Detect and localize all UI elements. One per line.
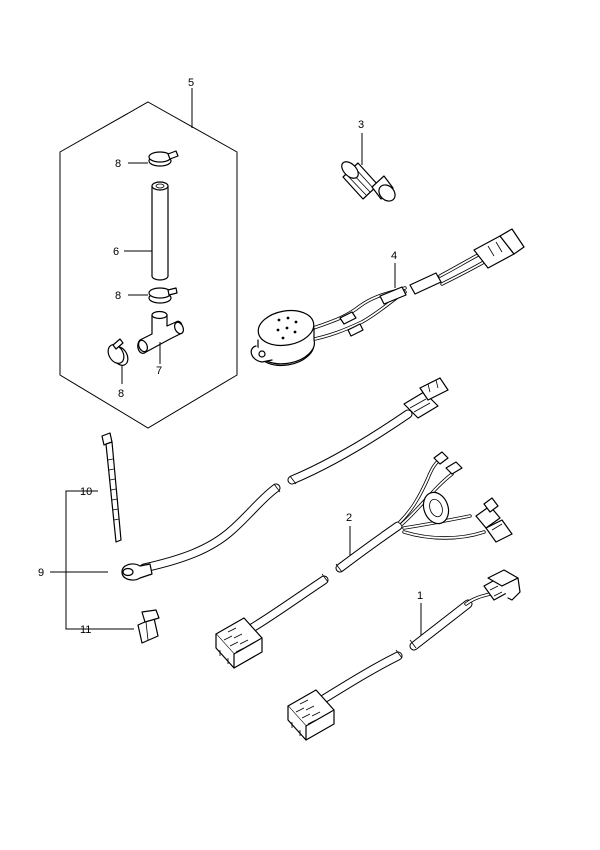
- ground-lead-9: [121, 377, 449, 581]
- part-2-main-harness: 2: [215, 451, 513, 669]
- callout-11: 11: [80, 624, 91, 636]
- hose-clamp-top: [148, 150, 179, 167]
- hose-clamp-bottom: [107, 338, 129, 366]
- fuel-hose-6: [151, 181, 169, 281]
- hose-clamp-middle: [148, 287, 178, 304]
- part-4-buzzer-harness: 4: [250, 228, 525, 367]
- harness-2-connector: [215, 617, 263, 669]
- callout-4: 4: [391, 250, 397, 262]
- fuse-11: [137, 609, 160, 644]
- part-9-ground-lead-group: 9 10 11: [38, 377, 449, 644]
- callout-6: 6: [113, 246, 119, 258]
- kit-5-outline: [59, 101, 238, 429]
- harness-1-connector: [287, 689, 335, 741]
- callout-3: 3: [358, 119, 364, 131]
- t-joint-7: [137, 310, 185, 354]
- callout-8-bottom: 8: [118, 388, 124, 400]
- harness-1-socket: [464, 569, 521, 606]
- part-1-extension-harness: 1: [287, 569, 521, 741]
- callout-10: 10: [80, 486, 92, 498]
- callout-9: 9: [38, 567, 44, 579]
- callout-5: 5: [188, 77, 194, 89]
- callout-1: 1: [417, 590, 423, 602]
- kit-5-group: 5 8 6 8 7: [59, 77, 238, 429]
- cable-tie-10: [101, 432, 122, 543]
- part-3-fitting: 3: [341, 119, 396, 202]
- callout-8-middle: 8: [115, 290, 121, 302]
- callout-2: 2: [346, 512, 352, 524]
- bracket-9: [65, 490, 134, 630]
- callout-8-top: 8: [115, 158, 121, 170]
- callout-7: 7: [156, 365, 162, 377]
